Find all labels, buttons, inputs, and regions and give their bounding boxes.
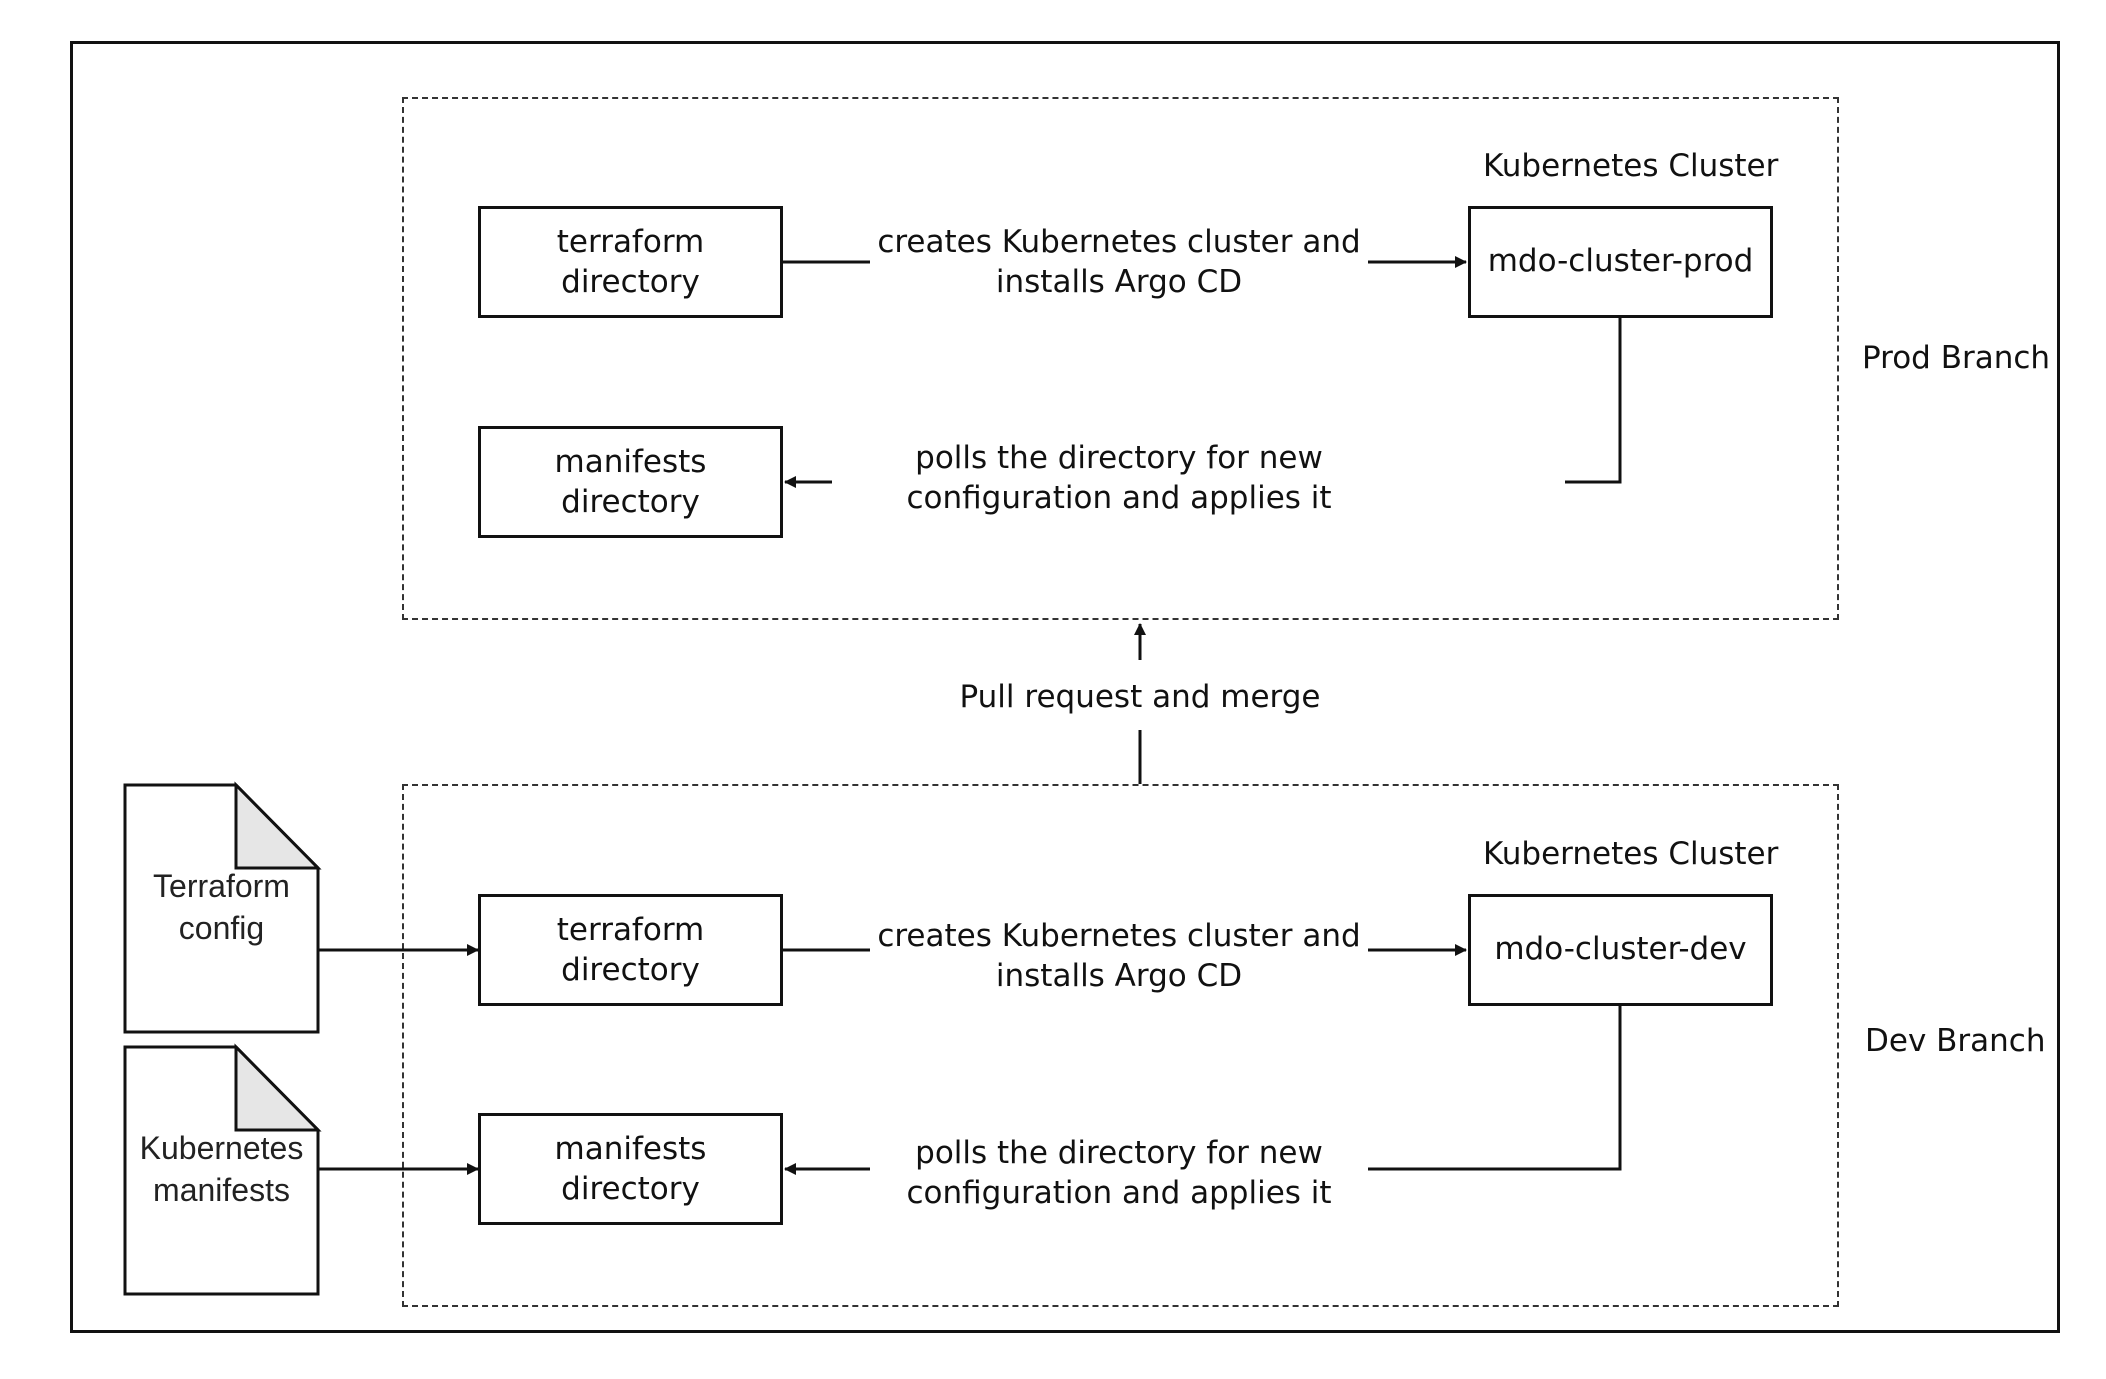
dev-terraform-directory: terraform directory xyxy=(478,894,783,1006)
dev-poll-edge-right xyxy=(1330,1004,1622,1171)
dev-cluster-caption: Kubernetes Cluster xyxy=(1483,836,1779,872)
prod-manifests-directory: manifests directory xyxy=(478,426,783,538)
terraform-config-document-icon xyxy=(123,781,322,1034)
prod-cluster-node: mdo-cluster-prod xyxy=(1468,206,1773,318)
terraform-config-label: Terraform config xyxy=(153,868,290,946)
prod-cluster-caption: Kubernetes Cluster xyxy=(1483,148,1779,184)
prod-terraform-directory: terraform directory xyxy=(478,206,783,318)
dev-branch-label: Dev Branch xyxy=(1865,1023,2046,1059)
dev-poll-edge-label: polls the directory for new configuratio… xyxy=(870,1133,1368,1213)
outer-frame xyxy=(70,41,2060,1333)
prod-branch-frame xyxy=(402,97,1839,620)
kubernetes-manifests-document-icon xyxy=(123,1043,322,1296)
prod-create-edge-label: creates Kubernetes cluster and installs … xyxy=(870,222,1368,302)
merge-edge-label: Pull request and merge xyxy=(940,677,1340,717)
dev-branch-frame xyxy=(402,784,1839,1307)
dev-manifests-directory: manifests directory xyxy=(478,1113,783,1225)
dev-cluster-node: mdo-cluster-dev xyxy=(1468,894,1773,1006)
prod-branch-label: Prod Branch xyxy=(1862,340,2051,376)
prod-poll-edge-right xyxy=(1565,318,1622,484)
dev-create-edge-label: creates Kubernetes cluster and installs … xyxy=(870,916,1368,996)
kubernetes-manifests-label: Kubernetes manifests xyxy=(139,1130,304,1208)
prod-poll-edge-label: polls the directory for new configuratio… xyxy=(870,438,1368,518)
